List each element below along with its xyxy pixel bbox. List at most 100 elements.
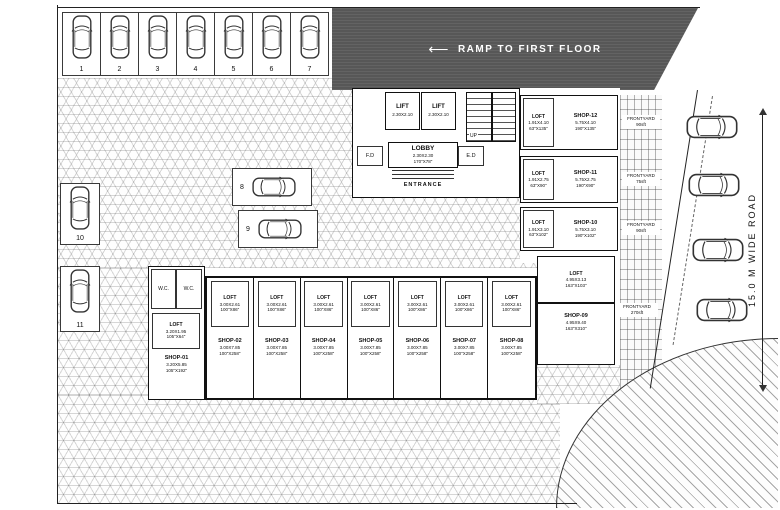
car-icon <box>71 15 93 59</box>
lobby: LOBBY 2.30X2.30 170"X78" <box>388 142 458 168</box>
shop-dim: 5.75X4.10 <box>575 120 596 126</box>
parking-number: 9 <box>246 225 250 233</box>
shop-label-group: SHOP-10 5.75X3.10 190"X102" <box>556 210 615 248</box>
frontyard-label-2: FRONTYARD 75sft <box>622 172 660 186</box>
shop-dim: 3.00X7.85 <box>407 345 428 351</box>
parking-number: 1 <box>79 66 84 73</box>
shop-label-group: SHOP-11 5.75X2.75 190"X90" <box>556 159 615 200</box>
wc-label: W.C. <box>158 285 169 292</box>
car-icon <box>69 186 91 230</box>
shop-dim2: 105"X192" <box>165 367 188 373</box>
shop-name: SHOP-04 <box>311 338 336 344</box>
loft-dim2: 100"X86" <box>407 307 427 313</box>
shop-label-group: SHOP-09 4.95X9.40 163"X310" <box>538 313 614 331</box>
shop-name: SHOP-10 <box>573 219 598 226</box>
loft-dim2: 100"X86" <box>220 307 240 313</box>
frontyard-paving-strip <box>620 95 662 390</box>
parking-number: 6 <box>269 66 274 73</box>
loft-dim: 3.00X2.61 <box>313 301 334 307</box>
shop-label-group: SHOP-01 3.20X5.85 105"X192" <box>149 355 204 373</box>
lobby-dim2: 170"X78" <box>413 159 433 165</box>
parking-number: 7 <box>307 66 312 73</box>
loft-label: LOFT <box>169 322 183 329</box>
car-icon <box>686 172 742 198</box>
shop-07-unit: LOFT 3.00X2.61 100"X86" SHOP-07 3.00X7.8… <box>441 278 489 398</box>
parking-number: 5 <box>231 66 236 73</box>
loft-dim2: 105"X64" <box>166 334 186 340</box>
electric-duct: E.D <box>458 146 484 166</box>
fd-label: F.D <box>365 152 375 159</box>
lobby-dim: 2.30X2.30 <box>412 153 434 159</box>
car-icon <box>147 15 169 59</box>
shop-name: SHOP-11 <box>573 170 598 177</box>
frontyard-label-1: FRONTYARD 90sft <box>622 115 660 129</box>
frontyard-text: FRONTYARD <box>627 173 655 178</box>
shop-dim: 5.75X3.10 <box>575 226 596 232</box>
car-icon <box>256 218 304 240</box>
entrance-step <box>392 174 454 175</box>
loft-dim: 3.00X2.61 <box>266 301 288 307</box>
road-dimension-arrow-down-icon <box>759 385 767 392</box>
shop-dim2: 163"X310" <box>565 325 587 331</box>
shop-11-unit: LOFT 1.91X2.75 63"X90" SHOP-11 5.75X2.75… <box>520 156 618 203</box>
road-dimension-line <box>762 115 763 385</box>
loft-box: LOFT 1.91X3.10 63"X102" <box>523 210 554 248</box>
loft-dim: 4.95X3.13 <box>565 277 587 282</box>
lift-1: LIFT 2.30X2.10 <box>385 92 420 130</box>
shop-04-unit: LOFT 3.00X2.61 100"X86" SHOP-04 3.00X7.8… <box>301 278 348 398</box>
wc-1: W.C. <box>151 269 176 309</box>
shop-label-group: SHOP-12 5.75X4.10 190"X135" <box>556 98 615 147</box>
lift-2: LIFT 2.30X2.10 <box>421 92 456 130</box>
frontyard-label-4: FRONTYARD 270sft <box>616 303 658 317</box>
parking-stall-5: 5 <box>214 12 253 76</box>
parking-number: 11 <box>76 322 84 329</box>
shop-06-unit: LOFT 3.00X2.61 100"X86" SHOP-06 3.00X7.8… <box>394 278 442 398</box>
loft-box: LOFT 3.20X1.95 105"X64" <box>152 313 200 349</box>
shop-01-block: W.C. W.C. LOFT 3.20X1.95 105"X64" SHOP-0… <box>148 266 205 400</box>
loft-dim: 3.20X1.95 <box>165 328 187 334</box>
loft-box: LOFT 1.91X2.75 63"X90" <box>523 159 554 200</box>
loft-dim: 1.91X4.10 <box>528 120 549 125</box>
shop-label-group: SHOP-08 3.00X7.85 100"X258" <box>500 338 524 357</box>
shop-dim2: 100"X258" <box>406 350 428 356</box>
car-icon <box>109 15 131 59</box>
car-icon <box>261 15 283 59</box>
plot-boundary-bottom <box>57 503 577 504</box>
car-icon <box>69 269 91 313</box>
shop-dim2: 100"X258" <box>313 350 335 356</box>
frontyard-area: 90sft <box>636 121 646 127</box>
parking-stall-8: 8 <box>232 168 312 206</box>
fire-duct: F.D <box>357 146 383 166</box>
loft-dim: 3.00X2.61 <box>360 301 381 307</box>
shop-08-unit: LOFT 3.00X2.61 100"X86" SHOP-08 3.00X7.8… <box>488 278 535 398</box>
parking-number: 2 <box>117 66 122 73</box>
parking-number: 8 <box>240 183 244 191</box>
shop-label-group: SHOP-04 3.00X7.85 100"X258" <box>312 338 336 357</box>
shop-label-group: SHOP-02 3.00X7.85 100"X258" <box>218 338 242 357</box>
shop-name: SHOP-07 <box>452 338 476 344</box>
shop-dim2: 100"X258" <box>500 350 523 356</box>
frontyard-text: FRONTYARD <box>623 304 651 309</box>
shop-dim2: 190"X135" <box>574 126 597 132</box>
lift-dim: 2.30X2.10 <box>428 111 449 117</box>
car-icon <box>250 176 298 198</box>
shop-10-unit: LOFT 1.91X3.10 63"X102" SHOP-10 5.75X3.1… <box>520 207 618 251</box>
car-icon <box>690 237 746 263</box>
parking-stall-10: 10 <box>60 183 100 245</box>
frontyard-text: FRONTYARD <box>627 222 655 227</box>
parking-stall-4: 4 <box>176 12 215 76</box>
plot-boundary-top <box>57 7 700 8</box>
road-dimension-arrow-up-icon <box>759 108 767 115</box>
shop-name: SHOP-01 <box>164 355 189 361</box>
parking-stall-1: 1 <box>62 12 101 76</box>
loft-box: LOFT 3.00X2.61 100"X86" <box>351 281 390 327</box>
shop-dim2: 190"X102" <box>574 232 597 238</box>
loft-dim: 3.00X2.61 <box>453 301 475 307</box>
loft-label: LOFT <box>505 295 519 302</box>
loft-over-shop-09: LOFT 4.95X3.13 163"X103" <box>537 256 615 303</box>
shop-label-group: SHOP-03 3.00X7.85 100"X258" <box>265 338 289 357</box>
shop-dim: 3.00X7.85 <box>453 345 475 351</box>
shop-12-unit: LOFT 1.91X4.10 63"X135" SHOP-12 5.75X4.1… <box>520 95 618 150</box>
car-icon <box>185 15 207 59</box>
